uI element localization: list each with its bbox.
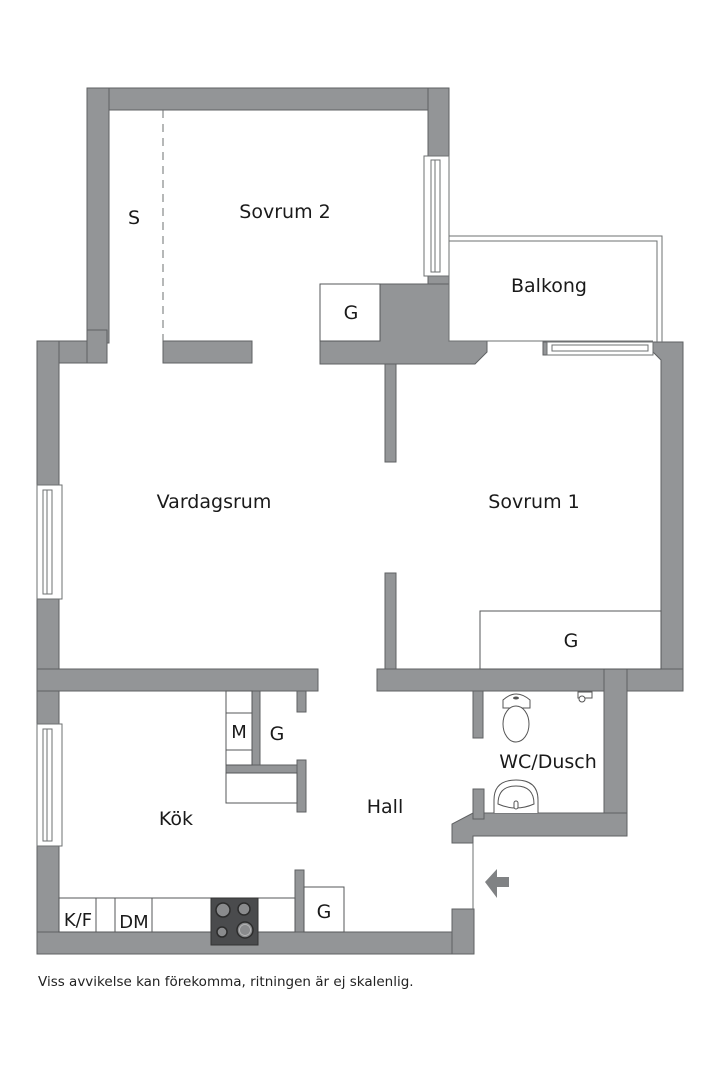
- window-sovrum2: [423, 155, 450, 277]
- toilet-icon: [502, 693, 531, 743]
- shower-fixture-icon: [577, 691, 593, 703]
- entrance-arrow-icon: [485, 869, 509, 898]
- room-label-hall: Hall: [367, 796, 404, 818]
- windows: [36, 155, 654, 847]
- appliance-label-dishwasher: DM: [119, 912, 148, 933]
- stove-icon: [210, 897, 259, 946]
- room-label-storage: S: [128, 207, 140, 229]
- room-label-sovrum1: Sovrum 1: [488, 491, 579, 513]
- room-label-balkong: Balkong: [511, 275, 587, 297]
- closet-label-g-sovrum1: G: [564, 630, 579, 652]
- closet-label-g-hall-lower: G: [317, 901, 332, 923]
- room-label-sovrum2: Sovrum 2: [239, 201, 330, 223]
- room-label-wc-dusch: WC/Dusch: [499, 751, 597, 773]
- window-vardagsrum: [36, 484, 63, 600]
- balcony: [448, 235, 663, 342]
- sink-icon: [493, 779, 539, 813]
- closet-label-g-sovrum2: G: [344, 302, 359, 324]
- room-label-vardagsrum: Vardagsrum: [157, 491, 272, 513]
- disclaimer-note: Viss avvikelse kan förekomma, ritningen …: [38, 974, 414, 990]
- balcony-door: [546, 341, 654, 356]
- closet-label-g-hall-upper: G: [270, 723, 285, 745]
- appliance-label-fridge-freezer: K/F: [64, 910, 92, 931]
- walls: [36, 87, 684, 955]
- window-kok: [36, 723, 63, 847]
- room-label-kok: Kök: [159, 808, 193, 830]
- appliance-label-microwave: M: [231, 722, 247, 743]
